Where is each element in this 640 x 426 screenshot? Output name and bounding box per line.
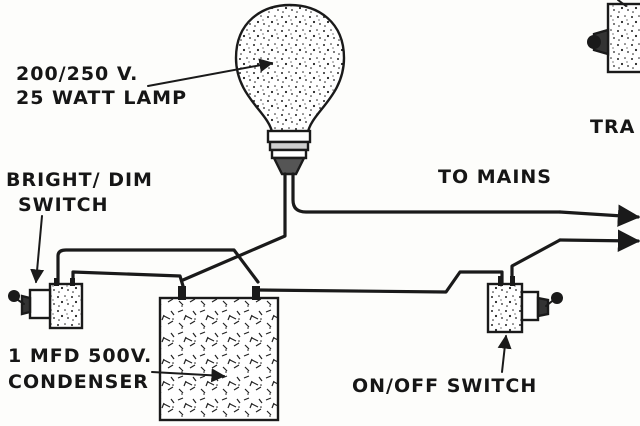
condenser-label-line2: CONDENSER [8, 371, 149, 393]
bright-dim-switch-icon [8, 278, 84, 330]
cropped-label: TRA [590, 116, 635, 138]
lamp-icon [234, 3, 346, 176]
wiring [56, 172, 640, 294]
lamp-label-line1: 200/250 V. [16, 63, 138, 85]
onoff-switch-icon [486, 276, 563, 334]
condenser-label-arrow [151, 368, 226, 383]
dim-switch-label-line1: BRIGHT/ DIM [6, 169, 153, 191]
lamp-label-arrow [147, 58, 274, 87]
lamp-label-line2: 25 WATT LAMP [16, 87, 187, 109]
dim-switch-top-wire [56, 248, 260, 286]
lamp-to-junction-wire [181, 172, 287, 282]
mains-arrow-lower [558, 229, 640, 252]
onoff-to-mains-wire [510, 238, 562, 286]
condenser-icon [158, 286, 280, 422]
mains-label: TO MAINS [438, 166, 552, 188]
condenser-label-line1: 1 MFD 500V. [8, 345, 152, 367]
mains-arrow-upper [558, 204, 640, 227]
dim-switch-label-line2: SWITCH [18, 194, 109, 216]
dim-switch-label-arrow [30, 215, 45, 284]
onoff-label-arrow [497, 334, 512, 373]
lamp-to-mains-wire [291, 172, 562, 214]
onoff-switch-label: ON/OFF SWITCH [352, 375, 537, 397]
condenser-to-onoff-wire [256, 270, 504, 294]
dim-switch-lead-wire [71, 270, 185, 288]
leader-arrows [30, 58, 512, 383]
cropped-component-icon [587, 0, 640, 74]
